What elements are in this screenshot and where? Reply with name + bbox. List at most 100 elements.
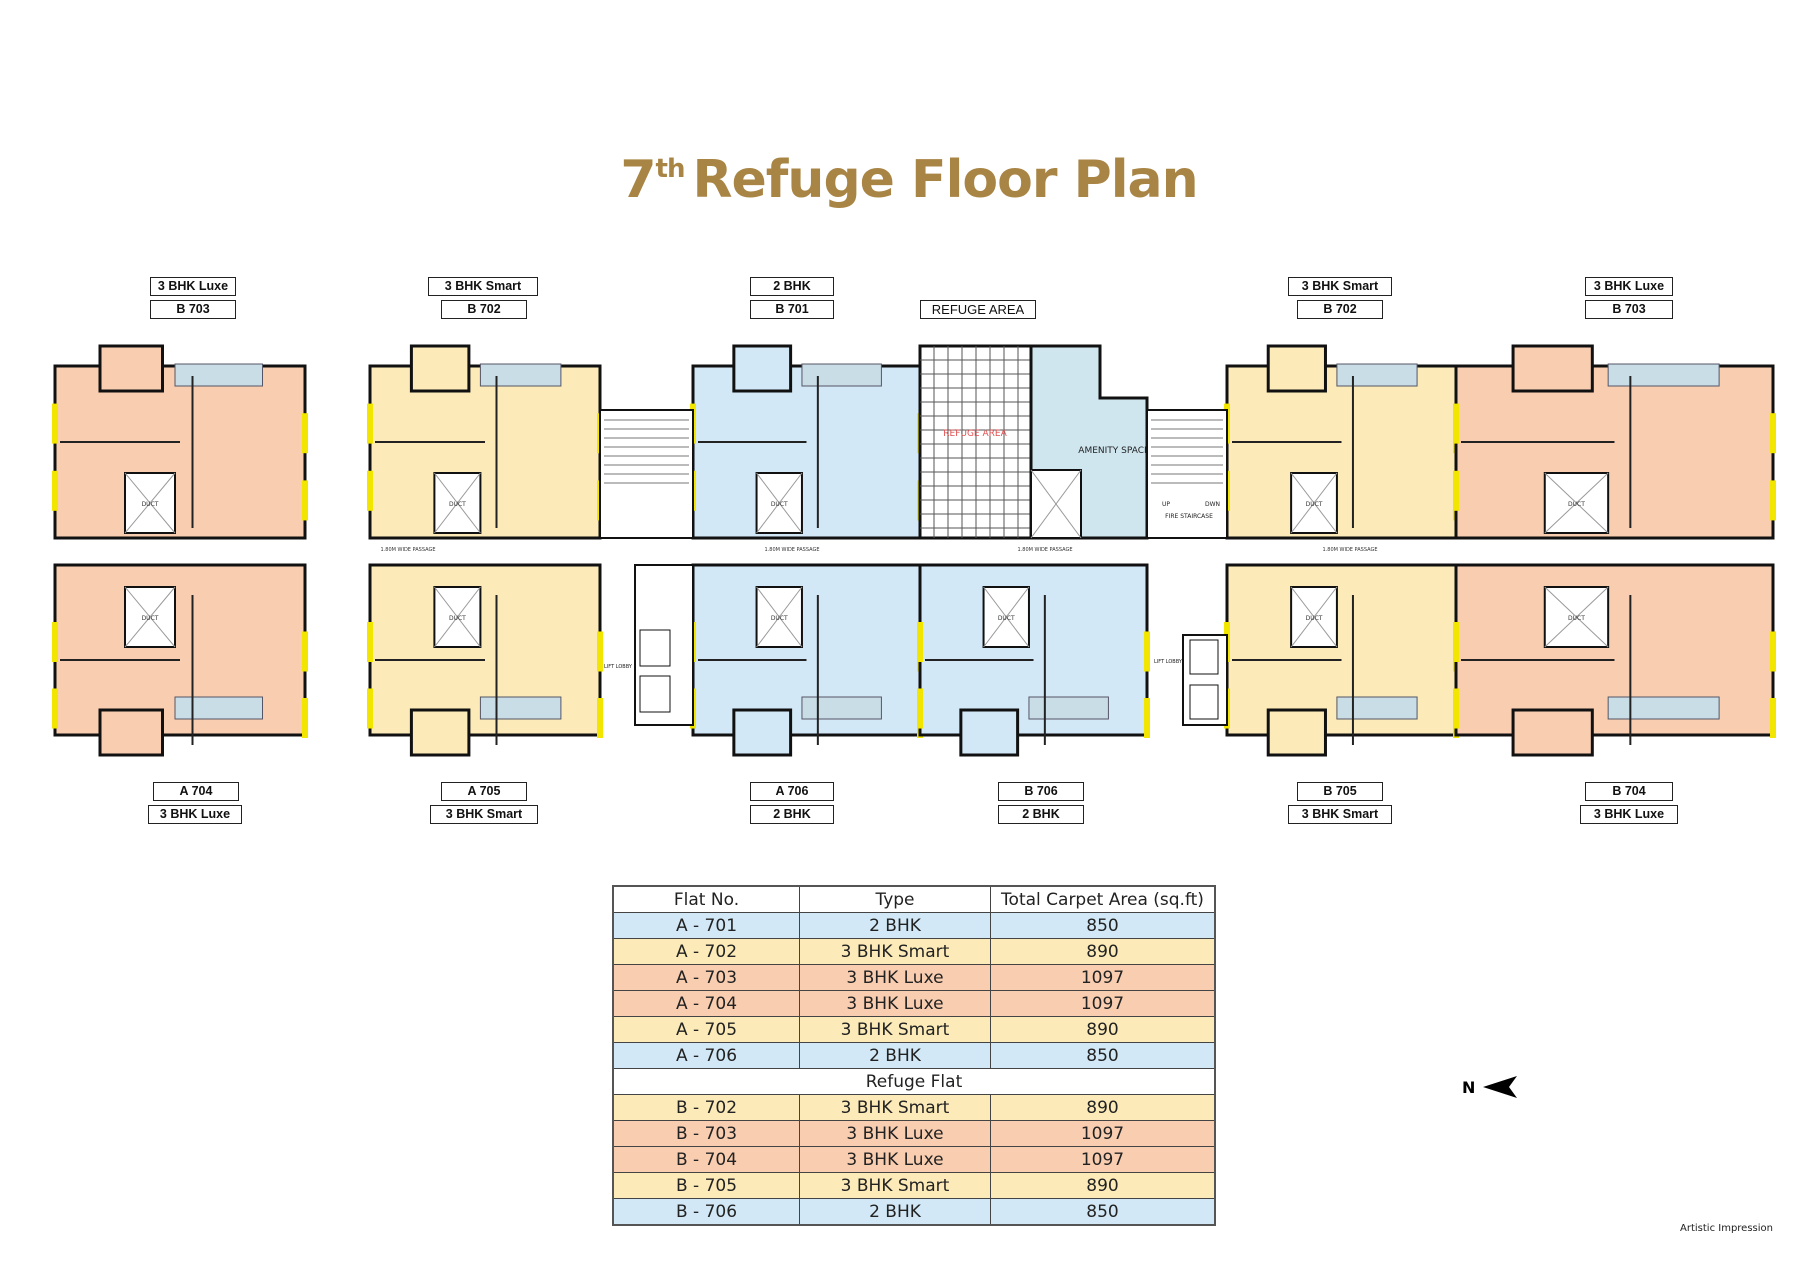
lift-lobby-right: LIFT LOBBY [1154, 634, 1228, 726]
cell-area: 1097 [990, 990, 1216, 1017]
unit-b705: DUCT [1224, 563, 1459, 757]
cell-type: 2 BHK [799, 1042, 991, 1069]
window [1144, 698, 1150, 738]
window [917, 622, 923, 662]
balcony [479, 696, 562, 720]
bedroom [409, 708, 471, 757]
window [1770, 698, 1776, 738]
header-type: Type [799, 885, 991, 913]
bottom-flat-label-a705: A 705 [441, 782, 527, 801]
cell-type: 3 BHK Luxe [799, 990, 991, 1017]
duct-label: DUCT [771, 501, 788, 508]
refuge-area: REFUGE AREA [918, 344, 1033, 540]
cell-type: 3 BHK Smart [799, 1172, 991, 1199]
window [597, 698, 603, 738]
window [52, 688, 58, 729]
refuge-area-plan-label: REFUGE AREA [943, 429, 1007, 439]
bottom-flat-label-b704: B 704 [1585, 782, 1673, 801]
window [302, 480, 308, 521]
cell-area: 890 [990, 1172, 1216, 1199]
balcony [1028, 696, 1109, 720]
lift-lobby-label-right: LIFT LOBBY [1154, 659, 1183, 665]
top-flat-label-b702-left: B 702 [441, 300, 527, 319]
cell-type: 3 BHK Luxe [799, 964, 991, 991]
unit-b702-right: DUCT [1224, 344, 1459, 540]
bottom-type-label-b706: 2 BHK [998, 805, 1084, 824]
bottom-type-label-a706: 2 BHK [750, 805, 834, 824]
north-label: N [1462, 1077, 1476, 1097]
cell-area: 850 [990, 1198, 1216, 1226]
header-area: Total Carpet Area (sq.ft) [990, 885, 1216, 913]
cell-area: 1097 [990, 964, 1216, 991]
cell-area: 890 [990, 1016, 1216, 1043]
artistic-impression-note: Artistic Impression [1680, 1223, 1773, 1234]
north-arrow-icon [1483, 1076, 1518, 1098]
balcony [1607, 363, 1720, 387]
bottom-type-label-b704: 3 BHK Luxe [1580, 805, 1678, 824]
cell-area: 850 [990, 912, 1216, 939]
top-flat-label-b701: B 701 [750, 300, 834, 319]
bottom-type-label-b705: 3 BHK Smart [1288, 805, 1392, 824]
bedroom [732, 708, 793, 757]
window [1144, 631, 1150, 672]
cell-flat: A - 706 [612, 1042, 800, 1069]
cell-type: 2 BHK [799, 912, 991, 939]
cell-area: 890 [990, 1094, 1216, 1121]
cell-flat: B - 704 [612, 1146, 800, 1173]
bedroom [409, 344, 471, 393]
cell-flat: A - 702 [612, 938, 800, 965]
unit-a705: DUCT [367, 563, 603, 757]
north-indicator: N [1462, 1074, 1521, 1100]
window [302, 631, 308, 672]
window [52, 403, 58, 444]
duct-label: DUCT [1306, 501, 1323, 508]
fire-staircase-left [599, 409, 694, 539]
cell-flat: B - 702 [612, 1094, 800, 1121]
balcony [801, 363, 882, 387]
carpet-area-table: Flat No. Type Total Carpet Area (sq.ft) … [612, 885, 1216, 1226]
top-flat-label-b703-left: B 703 [150, 300, 236, 319]
window [1770, 631, 1776, 672]
balcony [174, 363, 263, 387]
window [1453, 688, 1459, 729]
cell-flat: A - 704 [612, 990, 800, 1017]
stair-up-label: UP [1162, 501, 1170, 508]
unit-b706: DUCT [917, 563, 1150, 757]
passage-label: 1.80M WIDE PASSAGE [1323, 547, 1378, 553]
stair-down-label: DWN [1205, 501, 1220, 508]
fire-staircase: FIRE STAIRCASE UP DWN [1146, 409, 1228, 539]
window [917, 688, 923, 729]
window [367, 403, 373, 444]
window [1770, 480, 1776, 521]
balcony [1336, 363, 1418, 387]
window [302, 413, 308, 454]
unit-b702-left: DUCT [367, 344, 603, 540]
lift-lobby-label: LIFT LOBBY [604, 664, 633, 670]
balcony [1336, 696, 1418, 720]
cell-area: 1097 [990, 1120, 1216, 1147]
top-type-label-b702-left: 3 BHK Smart [428, 277, 538, 296]
window [1453, 403, 1459, 444]
passage-label: 1.80M WIDE PASSAGE [1018, 547, 1073, 553]
balcony [1607, 696, 1720, 720]
duct-label: DUCT [142, 615, 159, 622]
cell-flat: B - 703 [612, 1120, 800, 1147]
window [302, 698, 308, 738]
bottom-flat-label-b705: B 705 [1297, 782, 1383, 801]
cell-type: 3 BHK Smart [799, 1094, 991, 1121]
section-label: Refuge Flat [612, 1068, 1216, 1095]
cell-area: 1097 [990, 1146, 1216, 1173]
window [597, 631, 603, 672]
bedroom [1266, 344, 1327, 393]
amenity-space: AMENITY SPACE [1029, 344, 1150, 540]
duct-label: DUCT [998, 615, 1015, 622]
duct-label: DUCT [142, 501, 159, 508]
